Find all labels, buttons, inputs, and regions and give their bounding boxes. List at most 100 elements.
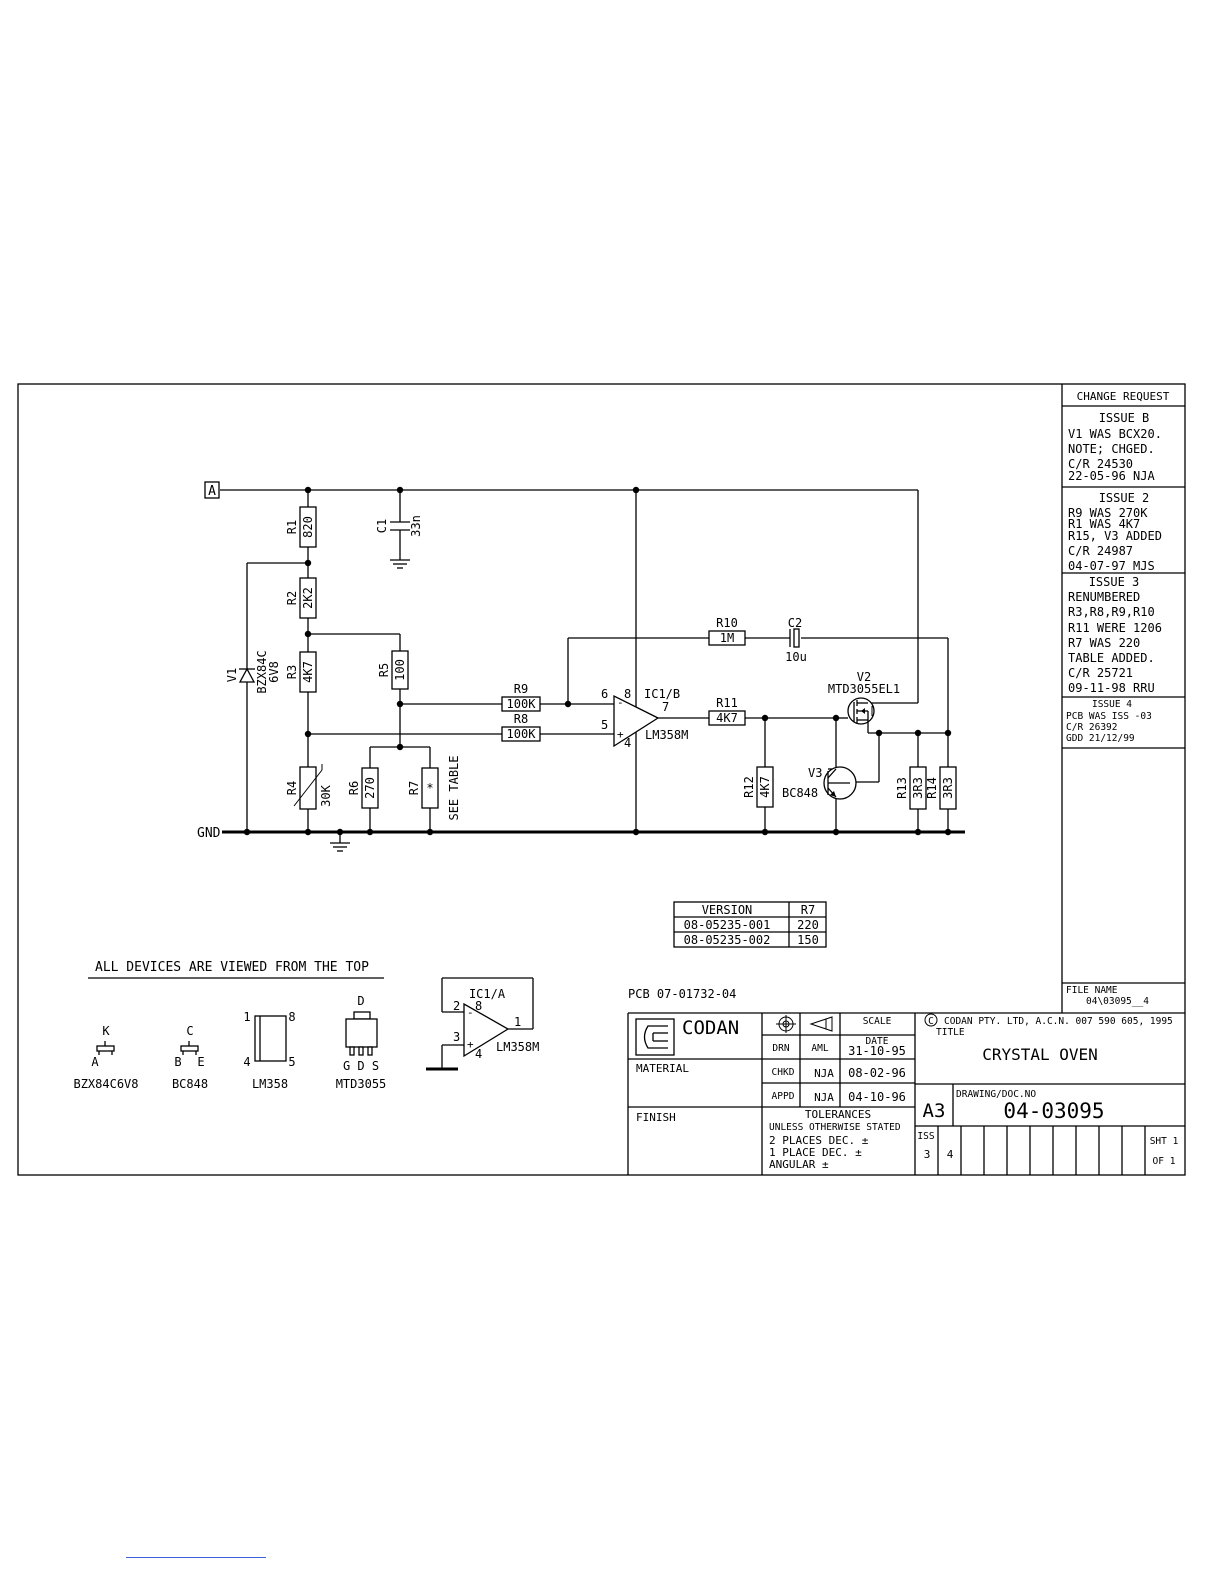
issue-line: 22-05-96 NJA (1068, 469, 1155, 483)
zener-name: BZX84C6V8 (73, 1077, 138, 1091)
zener-package-view: K A BZX84C6V8 (73, 1024, 138, 1091)
mosfet-pin-d: D (357, 994, 364, 1008)
resistor-r12: 4K7 R12 (742, 766, 774, 808)
iss-label: ISS (917, 1131, 934, 1142)
mosfet-v2: V2 MTD3055EL1 (828, 670, 900, 733)
version-table-cell: 220 (797, 918, 819, 932)
issue-line: 04-07-97 MJS (1068, 559, 1155, 573)
issue-line: V1 WAS BCX20. (1068, 427, 1162, 441)
ic1b-pin-gnd: 4 (624, 736, 631, 750)
version-table-header-r7: R7 (801, 903, 815, 917)
file-name-label: FILE NAME (1066, 985, 1118, 996)
ic1b-pin-out: 7 (662, 700, 669, 714)
file-name-value: 04\03095__4 (1086, 996, 1149, 1007)
issue-line: NOTE; CHGED. (1068, 442, 1155, 456)
r3-value: 4K7 (301, 661, 315, 683)
transistor-pin-c: C (186, 1024, 193, 1038)
schematic-wires (220, 489, 965, 843)
version-table-cell: 08-05235-002 (684, 933, 771, 947)
r6-ref: R6 (347, 781, 361, 795)
net-label-a: A (204, 481, 220, 499)
issue-line: GDD 21/12/99 (1066, 733, 1135, 744)
copyright-text: CODAN PTY. LTD, A.C.N. 007 590 605, 1995 (944, 1016, 1173, 1027)
v2-ref: V2 (857, 670, 871, 684)
date-label: DATE (866, 1036, 889, 1047)
signoff-role: CHKD (772, 1067, 795, 1078)
issue-line: 09-11-98 RRU (1068, 681, 1155, 695)
issue-header: ISSUE 3 (1089, 575, 1140, 589)
svg-text:+: + (467, 1038, 474, 1051)
version-table-cell: 08-05235-001 (684, 918, 771, 932)
resistor-r2: 2K2 R2 (285, 577, 317, 619)
v1-ref: V1 (225, 668, 239, 682)
capacitor-c1: 33n C1 (375, 515, 423, 537)
resistor-r5: 100 R5 (377, 650, 409, 690)
r12-value: 4K7 (758, 776, 772, 798)
copyright-symbol: C (928, 1016, 934, 1027)
resistor-r11: 4K7 R11 (708, 696, 746, 726)
transistor-package-view: C B E BC848 (172, 1024, 208, 1091)
r13-value: 3R3 (911, 777, 925, 799)
signoff-initials: NJA (814, 1067, 834, 1080)
title-block: CODAN MATERIAL FINISH SCALE DATE DRN AML… (627, 1012, 1185, 1175)
ic-package-view: 1 8 4 5 LM358 (243, 1010, 295, 1091)
tolerances-line: UNLESS OTHERWISE STATED (769, 1122, 901, 1133)
ic-pin-4: 4 (243, 1055, 250, 1069)
issue-4-block: ISSUE 4 PCB WAS ISS -03 C/R 26392 GDD 21… (1066, 699, 1152, 744)
devices-section: ALL DEVICES ARE VIEWED FROM THE TOP K A … (73, 960, 386, 1091)
issue-header: ISSUE 2 (1099, 491, 1150, 505)
r10-ref: R10 (716, 616, 738, 630)
r7-value: * (426, 781, 433, 795)
issue-line: RENUMBERED (1068, 590, 1140, 604)
version-table: VERSION R7 08-05235-001 220 08-05235-002… (673, 901, 827, 948)
zener-pin-k: K (102, 1024, 110, 1038)
issue-line: C/R 26392 (1066, 722, 1117, 733)
drawing-no-label: DRAWING/DOC.NO (956, 1089, 1036, 1100)
transistor-name: BC848 (172, 1077, 208, 1091)
r12-ref: R12 (742, 776, 756, 798)
devices-heading: ALL DEVICES ARE VIEWED FROM THE TOP (95, 960, 369, 975)
company-name: CODAN (682, 1017, 739, 1039)
ic-pin-8: 8 (288, 1010, 295, 1024)
ic1b-part: LM358M (645, 728, 688, 742)
r14-ref: R14 (925, 777, 939, 799)
r10-value: 1M (720, 631, 734, 645)
tolerances-line: 1 PLACE DEC. ± (769, 1146, 862, 1159)
signoff-initials: AML (811, 1043, 828, 1054)
signoff-date: 08-02-96 (848, 1066, 906, 1080)
r4-value: 30K (319, 784, 333, 806)
issue-line: C/R 25721 (1068, 666, 1133, 680)
ic1b-pin-vcc: 8 (624, 687, 631, 701)
v3-part: BC848 (782, 786, 818, 800)
resistor-r14: 3R3 R14 (925, 766, 957, 810)
thermistor-r4: 30K R4 (285, 764, 333, 810)
svg-text:-: - (617, 696, 624, 709)
signoff-role: DRN (772, 1043, 789, 1054)
resistor-r10: 1M R10 (708, 616, 746, 646)
r8-value: 100K (507, 727, 537, 741)
r5-value: 100 (393, 659, 407, 681)
iss-value: 4 (947, 1148, 954, 1161)
r9-value: 100K (507, 697, 537, 711)
r7-ref: R7 (407, 781, 421, 795)
issue-header: ISSUE 4 (1092, 699, 1132, 710)
scale-label: SCALE (863, 1016, 892, 1027)
r11-value: 4K7 (716, 711, 738, 725)
r9-ref: R9 (514, 682, 528, 696)
signoff-date: 04-10-96 (848, 1090, 906, 1104)
ic1b-pin-plus: 5 (601, 718, 608, 732)
mosfet-package-view: D G D S MTD3055 (336, 994, 387, 1091)
ic1a-pin-8: 8 (475, 999, 482, 1013)
resistor-r7: * R7 SEE TABLE (407, 755, 461, 820)
issue-line: C/R 24987 (1068, 544, 1133, 558)
issue-line: TABLE ADDED. (1068, 651, 1155, 665)
mosfet-name: MTD3055 (336, 1077, 387, 1091)
zener-pin-a: A (91, 1055, 99, 1069)
version-table-cell: 150 (797, 933, 819, 947)
sheet-of: OF 1 (1153, 1156, 1176, 1167)
codan-logo-icon (635, 1018, 675, 1056)
r5-ref: R5 (377, 663, 391, 677)
tolerances-title: TOLERANCES (805, 1108, 871, 1121)
signoff-date: 31-10-95 (848, 1044, 906, 1058)
ic1b-pin-minus: 6 (601, 687, 608, 701)
